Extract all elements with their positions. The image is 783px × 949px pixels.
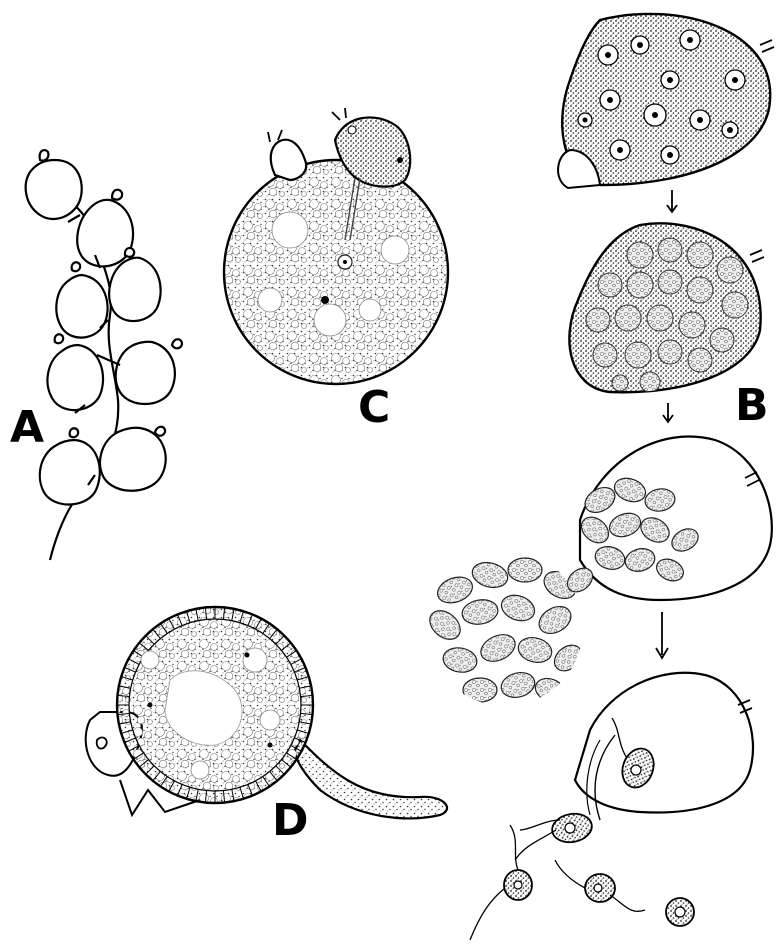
germ-tube-d	[295, 740, 447, 818]
sporangium-a1	[26, 150, 82, 219]
panel-a-sporangia-chain	[26, 150, 182, 560]
sporangium-b2	[569, 223, 764, 392]
host-cell-c	[224, 160, 448, 384]
panel-d-cell-with-hypha	[86, 607, 447, 818]
panel-label-a: A	[10, 402, 44, 453]
sporangium-b3-discharge	[424, 437, 772, 706]
panel-label-c: C	[358, 382, 390, 433]
sporangium-a3	[56, 262, 107, 337]
sporangium-a8	[100, 427, 166, 491]
panel-label-d: D	[272, 795, 309, 846]
panel-c-cell-with-infection	[224, 108, 448, 384]
sporangium-b4-release	[575, 673, 753, 820]
empty-cyst-c	[271, 140, 306, 180]
arrow-down-1	[667, 190, 677, 212]
panel-label-b: B	[735, 380, 769, 431]
panel-b-development-sequence	[424, 14, 774, 940]
arrow-down-3	[656, 612, 668, 658]
arrow-down-2	[663, 403, 673, 422]
sporangium-a7	[40, 428, 100, 504]
sporangium-b1	[558, 14, 774, 188]
sporangium-a6	[116, 339, 182, 404]
sporangium-a5	[47, 334, 103, 410]
